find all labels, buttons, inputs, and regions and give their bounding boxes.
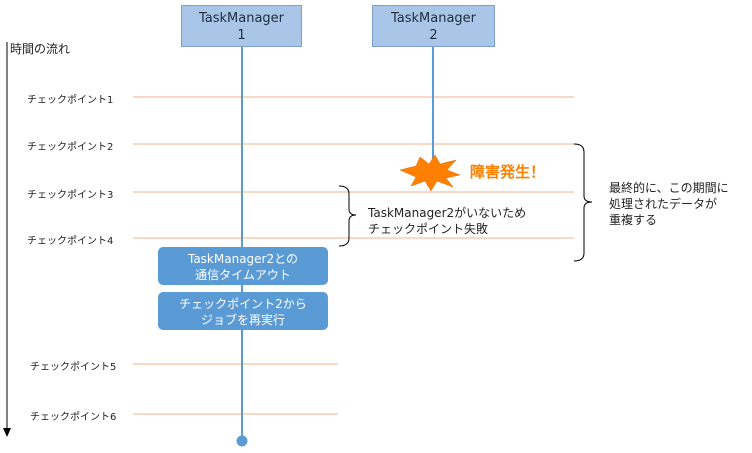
- failure-note-line-1: TaskManager2がいないため: [368, 206, 527, 220]
- duplicate-note-line-1: 最終的に、この期間に: [609, 181, 729, 195]
- duplicate-note: 最終的に、この期間に 処理されたデータが 重複する: [609, 180, 729, 228]
- rerun-box-line-2: ジョブを再実行: [200, 313, 285, 327]
- lifeline-end-dot: [236, 435, 248, 447]
- checkpoint-label-6: チェックポイント6: [30, 412, 117, 423]
- taskmanager-2-name: TaskManager: [390, 11, 477, 26]
- duplicate-note-line-2: 処理されたデータが: [609, 197, 718, 211]
- failure-brace: [338, 185, 357, 247]
- taskmanager-1-number: 1: [237, 28, 246, 43]
- timeout-box-line-2: 通信タイムアウト: [195, 268, 291, 282]
- timeout-box-line-1: TaskManager2との: [187, 252, 298, 266]
- checkpoint-label-1: チェックポイント1: [27, 95, 114, 106]
- taskmanager-1-name: TaskManager: [198, 11, 285, 26]
- checkpoint-label-4: チェックポイント4: [27, 236, 114, 247]
- failure-note-line-2: チェックポイント失敗: [368, 222, 489, 236]
- taskmanager-2-number: 2: [429, 28, 438, 43]
- failure-label: 障害発生！: [470, 163, 546, 181]
- timeout-box: TaskManager2との 通信タイムアウト: [158, 247, 328, 285]
- checkpoint-label-3: チェックポイント3: [27, 190, 114, 201]
- rerun-box-line-1: チェックポイント2から: [179, 297, 307, 311]
- time-axis-label: 時間の流れ: [10, 42, 71, 56]
- duplicate-brace: [573, 143, 593, 262]
- duplicate-note-line-3: 重複する: [609, 213, 658, 227]
- failure-explosion-icon: [399, 154, 461, 192]
- taskmanager-2-box: TaskManager 2: [372, 5, 495, 47]
- checkpoint-label-5: チェックポイント5: [30, 362, 117, 373]
- taskmanager-1-box: TaskManager 1: [181, 5, 302, 47]
- checkpoint-label-2: チェックポイント2: [27, 142, 114, 153]
- time-axis-arrowhead: [3, 428, 11, 437]
- rerun-box: チェックポイント2から ジョブを再実行: [158, 292, 328, 330]
- failure-note: TaskManager2がいないため チェックポイント失敗: [368, 205, 526, 237]
